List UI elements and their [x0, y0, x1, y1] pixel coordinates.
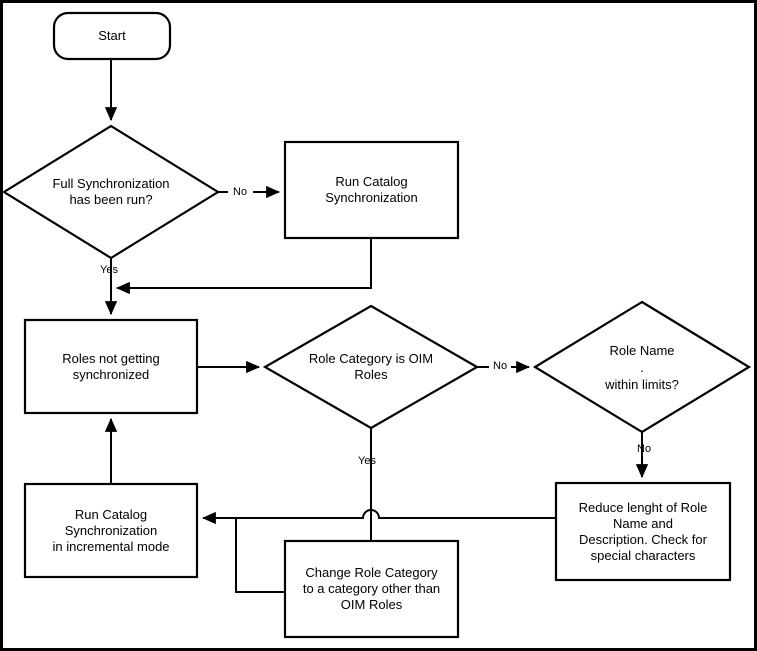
edge-label-role-name-no: No: [637, 443, 652, 455]
node-reduce-length[interactable]: [554, 481, 732, 582]
node-run-catalog-sync[interactable]: [283, 140, 460, 240]
node-roles-not-synced[interactable]: [23, 318, 199, 415]
edge-label-role-category-yes: Yes: [358, 455, 376, 467]
edge-change-category-to-incremental: [235, 518, 285, 593]
edge-run-catalog-feedback: [115, 238, 372, 295]
edge-reduce-length-to-incremental: [201, 509, 556, 525]
edge-label-full-sync-no: No: [233, 186, 248, 198]
node-start[interactable]: [52, 11, 172, 61]
node-run-catalog-sync-incremental[interactable]: [23, 482, 199, 579]
edge-label-full-sync-yes: Yes: [100, 264, 118, 276]
edge-label-role-category-no: No: [493, 360, 508, 372]
node-change-role-category[interactable]: [283, 539, 460, 639]
